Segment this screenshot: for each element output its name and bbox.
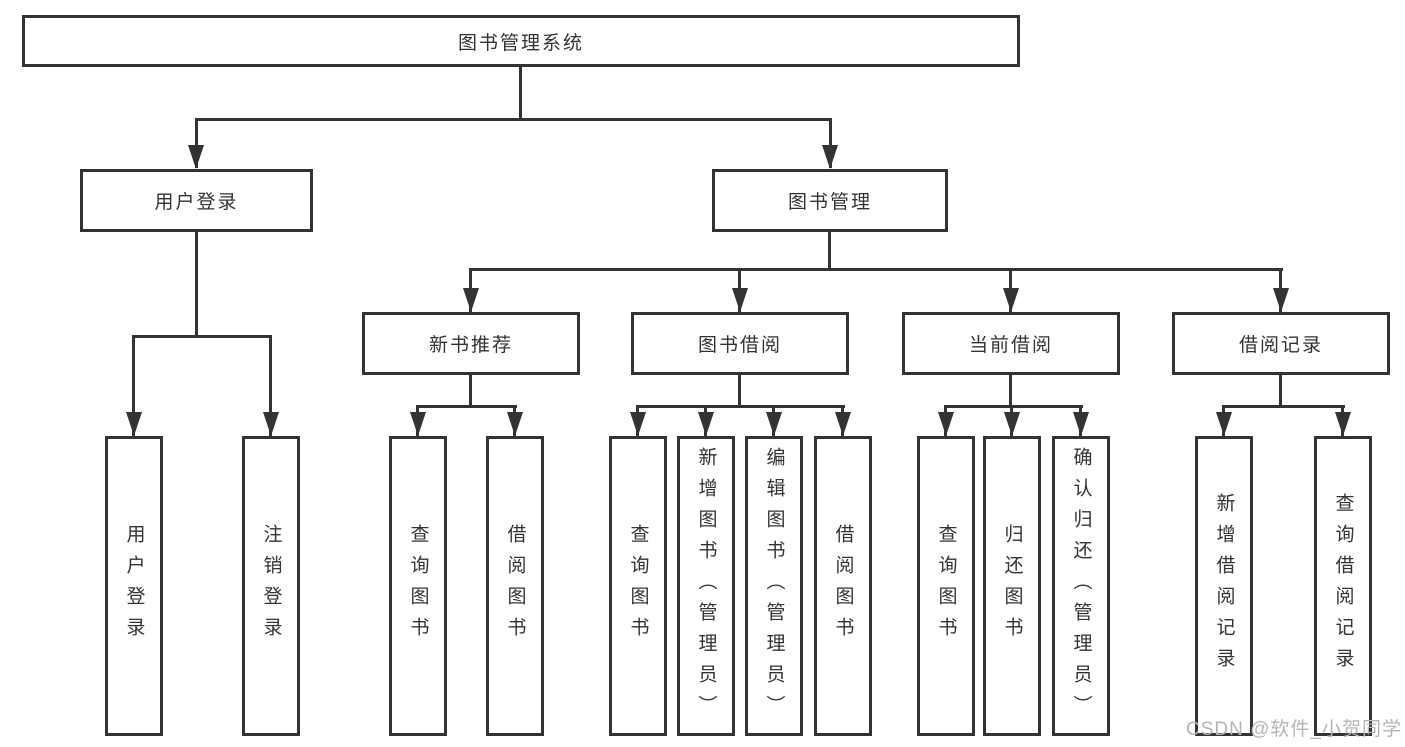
leaf-logout: 注销登录 <box>242 436 300 736</box>
leaf-borrow-add-books: 新增图书（管理员） <box>677 436 735 736</box>
connector-stem-book-management <box>829 118 832 168</box>
connector-current-drop <box>1009 375 1012 407</box>
connector-recommend-bar <box>416 405 517 408</box>
arrow-down-icon <box>126 412 142 436</box>
node-book-management: 图书管理 <box>712 169 948 232</box>
arrow-down-icon <box>835 412 851 436</box>
connector-user-login-bar <box>132 335 272 338</box>
arrow-down-icon <box>938 412 954 436</box>
arrow-down-icon <box>630 412 646 436</box>
csdn-watermark: CSDN @软件_小贺同学 <box>1186 719 1402 740</box>
arrow-down-icon <box>1273 288 1289 312</box>
leaf-borrow-edit-books-label: 编辑图书（管理员） <box>763 446 785 726</box>
leaf-records-query-record: 查询借阅记录 <box>1314 436 1372 736</box>
leaf-records-add-record-label: 新增借阅记录 <box>1213 493 1235 679</box>
leaf-current-return-books-label: 归还图书 <box>1001 524 1023 648</box>
arrow-down-icon <box>507 412 523 436</box>
leaf-borrow-query-books: 查询图书 <box>609 436 667 736</box>
arrow-down-icon <box>1216 412 1232 436</box>
leaf-records-add-record: 新增借阅记录 <box>1195 436 1253 736</box>
leaf-logout-label: 注销登录 <box>260 524 282 648</box>
arrow-down-icon <box>188 145 204 169</box>
connector-records-drop <box>1279 375 1282 407</box>
leaf-borrow-add-books-label: 新增图书（管理员） <box>695 446 717 726</box>
leaf-borrow-borrow-books-label: 借阅图书 <box>832 524 854 648</box>
leaf-recommend-borrow-books: 借阅图书 <box>486 436 544 736</box>
leaf-current-return-books: 归还图书 <box>983 436 1041 736</box>
arrow-down-icon <box>698 412 714 436</box>
connector-user-login-drop <box>195 232 198 338</box>
leaf-current-confirm-return: 确认归还（管理员） <box>1052 436 1110 736</box>
node-root: 图书管理系统 <box>22 15 1020 67</box>
connector-stem-leaf-logout <box>269 335 272 436</box>
connector-borrow-drop <box>738 375 741 407</box>
connector-current-bar <box>944 405 1083 408</box>
arrow-down-icon <box>822 145 838 169</box>
connector-root-bar <box>195 118 832 121</box>
node-book-borrow: 图书借阅 <box>631 312 849 375</box>
leaf-user-login-label: 用户登录 <box>123 524 145 648</box>
arrow-down-icon <box>1335 412 1351 436</box>
arrow-down-icon <box>1003 288 1019 312</box>
connector-book-management-bar <box>469 268 1283 271</box>
arrow-down-icon <box>263 412 279 436</box>
arrow-down-icon <box>463 288 479 312</box>
connector-borrow-bar <box>636 405 845 408</box>
leaf-current-query-books: 查询图书 <box>917 436 975 736</box>
arrow-down-icon <box>766 412 782 436</box>
leaf-current-confirm-return-label: 确认归还（管理员） <box>1070 446 1092 726</box>
leaf-user-login: 用户登录 <box>105 436 163 736</box>
leaf-borrow-borrow-books: 借阅图书 <box>814 436 872 736</box>
leaf-current-query-books-label: 查询图书 <box>935 524 957 648</box>
node-new-book-recommend: 新书推荐 <box>362 312 580 375</box>
arrow-down-icon <box>1073 412 1089 436</box>
node-borrow-records: 借阅记录 <box>1172 312 1390 375</box>
leaf-borrow-query-books-label: 查询图书 <box>627 524 649 648</box>
leaf-recommend-query-books: 查询图书 <box>389 436 447 736</box>
arrow-down-icon <box>732 288 748 312</box>
connector-stem-leaf-user-login <box>132 335 135 436</box>
node-current-borrow: 当前借阅 <box>902 312 1120 375</box>
connector-recommend-drop <box>469 375 472 407</box>
connector-root-drop <box>519 66 522 120</box>
connector-book-management-drop <box>828 232 831 270</box>
connector-stem-user-login <box>195 118 198 168</box>
connector-records-bar <box>1222 405 1345 408</box>
leaf-recommend-borrow-books-label: 借阅图书 <box>504 524 526 648</box>
leaf-records-query-record-label: 查询借阅记录 <box>1332 493 1354 679</box>
leaf-borrow-edit-books: 编辑图书（管理员） <box>745 436 803 736</box>
node-user-login: 用户登录 <box>80 169 313 232</box>
arrow-down-icon <box>410 412 426 436</box>
arrow-down-icon <box>1004 412 1020 436</box>
leaf-recommend-query-books-label: 查询图书 <box>407 524 429 648</box>
